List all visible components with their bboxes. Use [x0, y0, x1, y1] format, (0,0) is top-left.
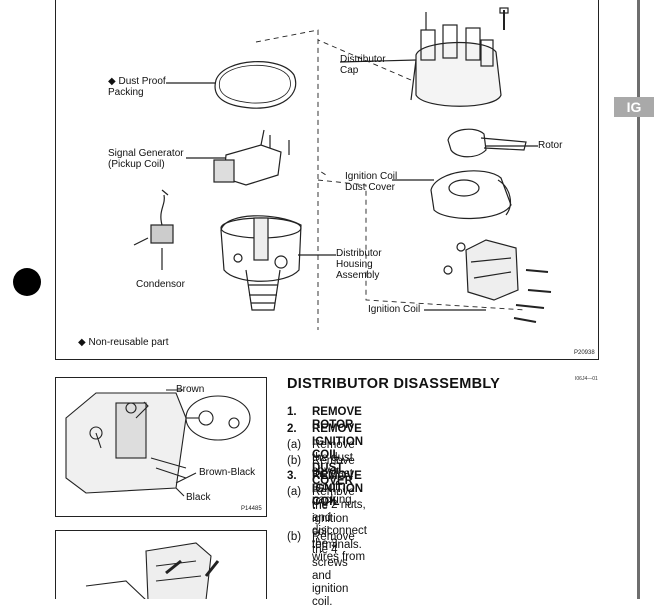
wire-figure-code: P14485 — [241, 506, 262, 512]
label-signal-generator: Signal Generator (Pickup Coil) — [108, 148, 184, 170]
binder-hole — [13, 268, 41, 296]
figure-code: P20938 — [574, 350, 595, 356]
section-title: DISTRIBUTOR DISASSEMBLY — [287, 376, 501, 392]
label-brown-black: Brown-Black — [199, 467, 256, 478]
exploded-view-drawing — [133, 7, 552, 330]
label-distributor-housing: Distributor Housing Assembly — [336, 248, 382, 281]
label-brown: Brown — [176, 384, 205, 395]
label-ignition-coil-dust-cover: Ignition Coil Dust Cover — [345, 171, 398, 193]
label-distributor-cap: Distributor Cap — [340, 54, 386, 76]
exploded-view-figure: ◆ Dust Proof Packing Signal Generator (P… — [55, 0, 599, 360]
coil-screw-figure — [55, 530, 267, 599]
label-non-reusable-part: ◆ Non-reusable part — [78, 337, 169, 348]
label-dust-proof-packing: ◆ Dust Proof Packing — [108, 76, 166, 98]
label-ignition-coil: Ignition Coil — [368, 304, 421, 315]
wire-terminal-figure: Brown Brown-Black Black P14485 — [55, 377, 267, 517]
page-edge — [637, 0, 640, 599]
label-black: Black — [186, 492, 211, 503]
section-code: I06J4—01 — [575, 376, 598, 382]
coil-screw-drawing — [85, 542, 220, 599]
wire-terminal-drawing — [65, 389, 251, 497]
section-tab-ig[interactable]: IG — [614, 97, 654, 117]
label-rotor: Rotor — [538, 140, 563, 151]
label-condensor: Condensor — [136, 279, 185, 290]
